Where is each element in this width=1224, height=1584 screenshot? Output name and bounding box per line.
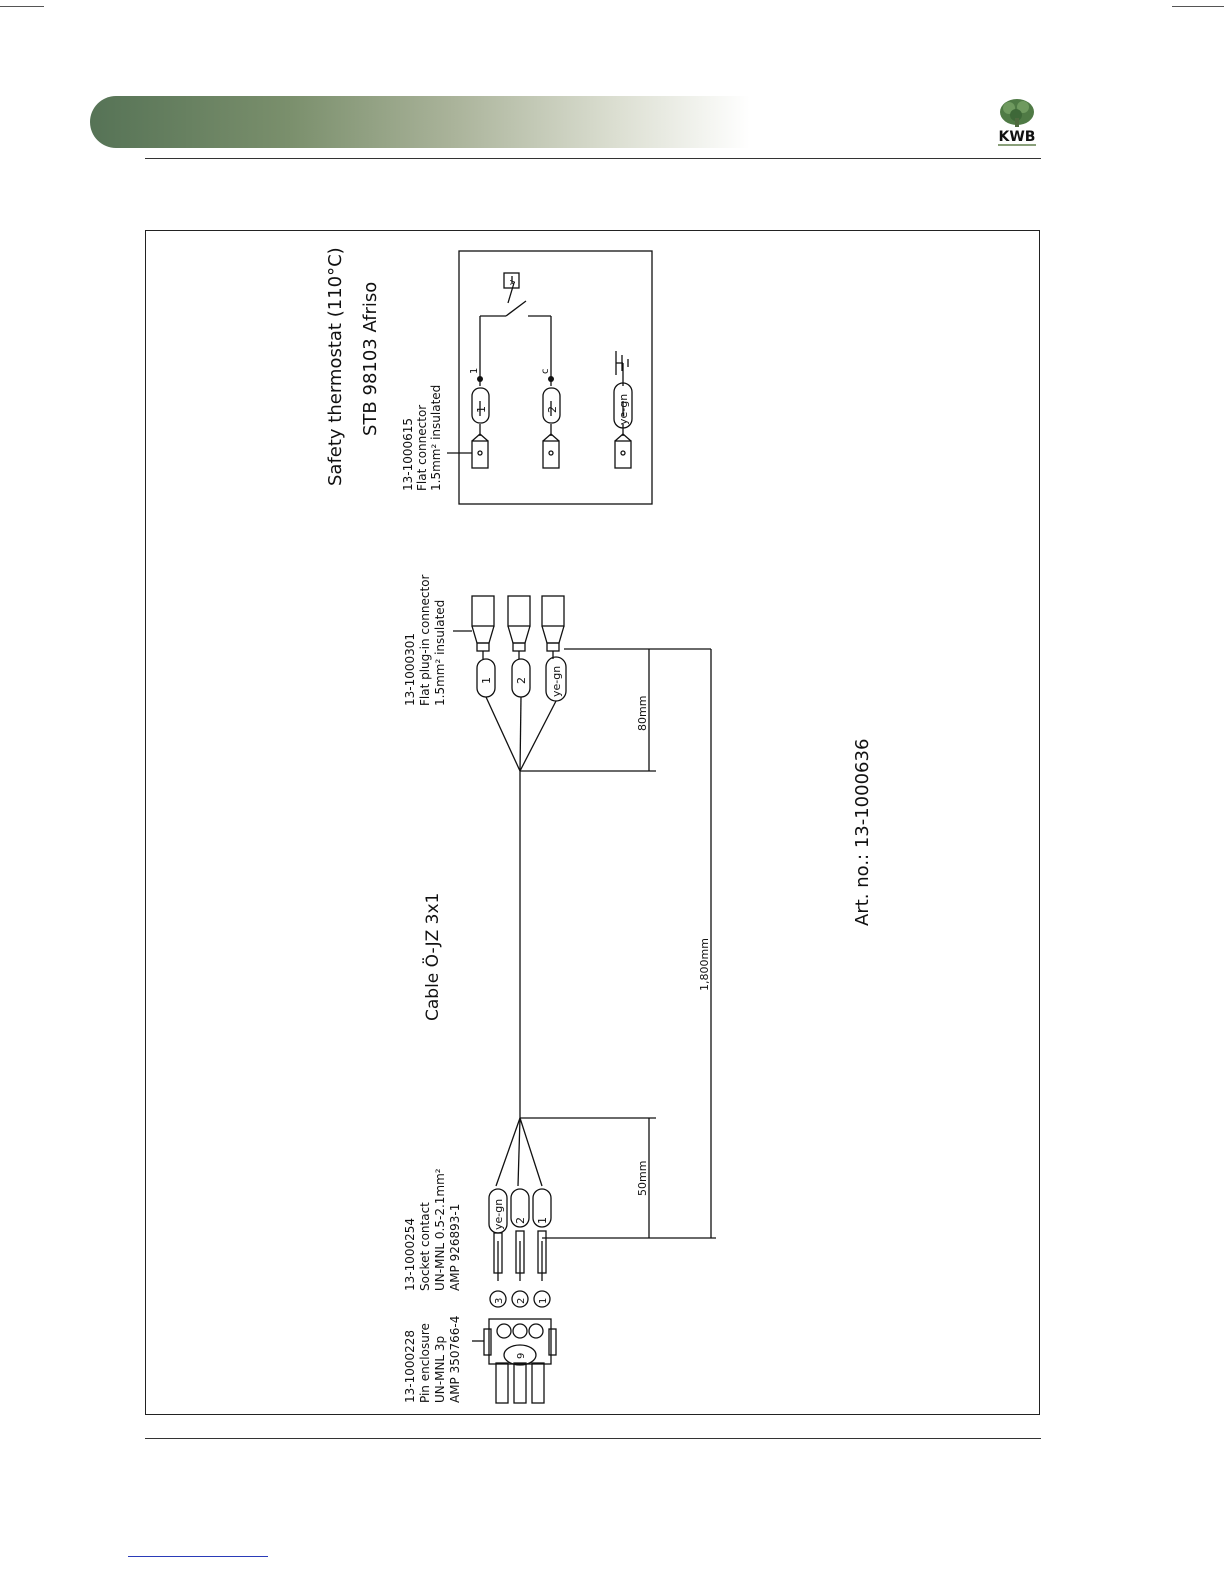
pin-enclosure-name: Pin enclosure bbox=[418, 1323, 432, 1403]
pin-enclosure-amp: AMP 350766-4 bbox=[448, 1316, 462, 1403]
kwb-logo: KWB bbox=[998, 99, 1036, 146]
drawing-frame: Safety thermostat (110°C) STB 98103 Afri… bbox=[145, 230, 1040, 1415]
logo-text: KWB bbox=[999, 129, 1036, 145]
crop-mark-top-left bbox=[0, 6, 44, 7]
crop-mark-top-right bbox=[1172, 6, 1224, 7]
footer-underline bbox=[128, 1556, 268, 1557]
terminal-1-label: 1 bbox=[469, 368, 480, 374]
thermostat-wire-2-label: 2 bbox=[546, 406, 559, 413]
wiring-diagram: Safety thermostat (110°C) STB 98103 Afri… bbox=[325, 247, 873, 1404]
header-gradient-bar bbox=[90, 96, 750, 148]
terminal-c-label: c bbox=[540, 369, 551, 375]
switch-label: v bbox=[508, 279, 518, 285]
dimension-1800mm: 1,800mm bbox=[698, 938, 711, 991]
pin-2-label: 2 bbox=[516, 1298, 527, 1304]
plug-connector-part: 13-1000301 bbox=[403, 633, 417, 706]
thermostat-title: Safety thermostat (110°C) bbox=[325, 247, 346, 486]
thermostat-model: STB 98103 Afriso bbox=[360, 282, 381, 436]
socket-wire-2-label: 2 bbox=[514, 1217, 527, 1224]
dimension-80mm: 80mm bbox=[636, 696, 649, 731]
pin-enclosure-part: 13-1000228 bbox=[403, 1330, 417, 1403]
plug-wire-3-label: ye-gn bbox=[550, 666, 563, 697]
footer-rule bbox=[145, 1438, 1041, 1439]
header-rule bbox=[145, 158, 1041, 159]
plug-wire-1-label: 1 bbox=[480, 677, 493, 684]
article-number: Art. no.: 13-1000636 bbox=[852, 739, 873, 926]
thermostat-wire-1-label: 1 bbox=[475, 406, 488, 413]
thermostat-box bbox=[458, 250, 653, 505]
plug-wire-2-label: 2 bbox=[515, 677, 528, 684]
pin-1-label: 1 bbox=[538, 1298, 549, 1304]
flat-connector-part: 13-1000615 bbox=[401, 418, 415, 491]
socket-contact-amp: AMP 926893-1 bbox=[448, 1204, 462, 1291]
cable-label: Cable Ö-JZ 3x1 bbox=[421, 893, 443, 1021]
pin-3-label: 3 bbox=[494, 1298, 505, 1304]
flat-connector-spec: 1.5mm² insulated bbox=[429, 385, 443, 491]
socket-contact-name: Socket contact bbox=[418, 1202, 432, 1291]
plug-connector-name: Flat plug-in connector bbox=[418, 574, 432, 706]
socket-contact-spec: UN-MNL 0.5-2.1mm² bbox=[433, 1168, 447, 1291]
dimension-50mm: 50mm bbox=[636, 1161, 649, 1196]
plug-connector-spec: 1.5mm² insulated bbox=[433, 600, 447, 706]
thermostat-wire-3-label: ye-gn bbox=[617, 394, 630, 425]
socket-wire-3-label: 1 bbox=[536, 1217, 549, 1224]
flat-connector-name: Flat connector bbox=[415, 405, 429, 491]
housing-label: 9 bbox=[516, 1353, 527, 1359]
socket-contact-part: 13-1000254 bbox=[403, 1218, 417, 1291]
pin-enclosure-spec: UN-MNL 3p bbox=[433, 1336, 447, 1403]
socket-wire-1-label: ye-gn bbox=[492, 1199, 505, 1230]
